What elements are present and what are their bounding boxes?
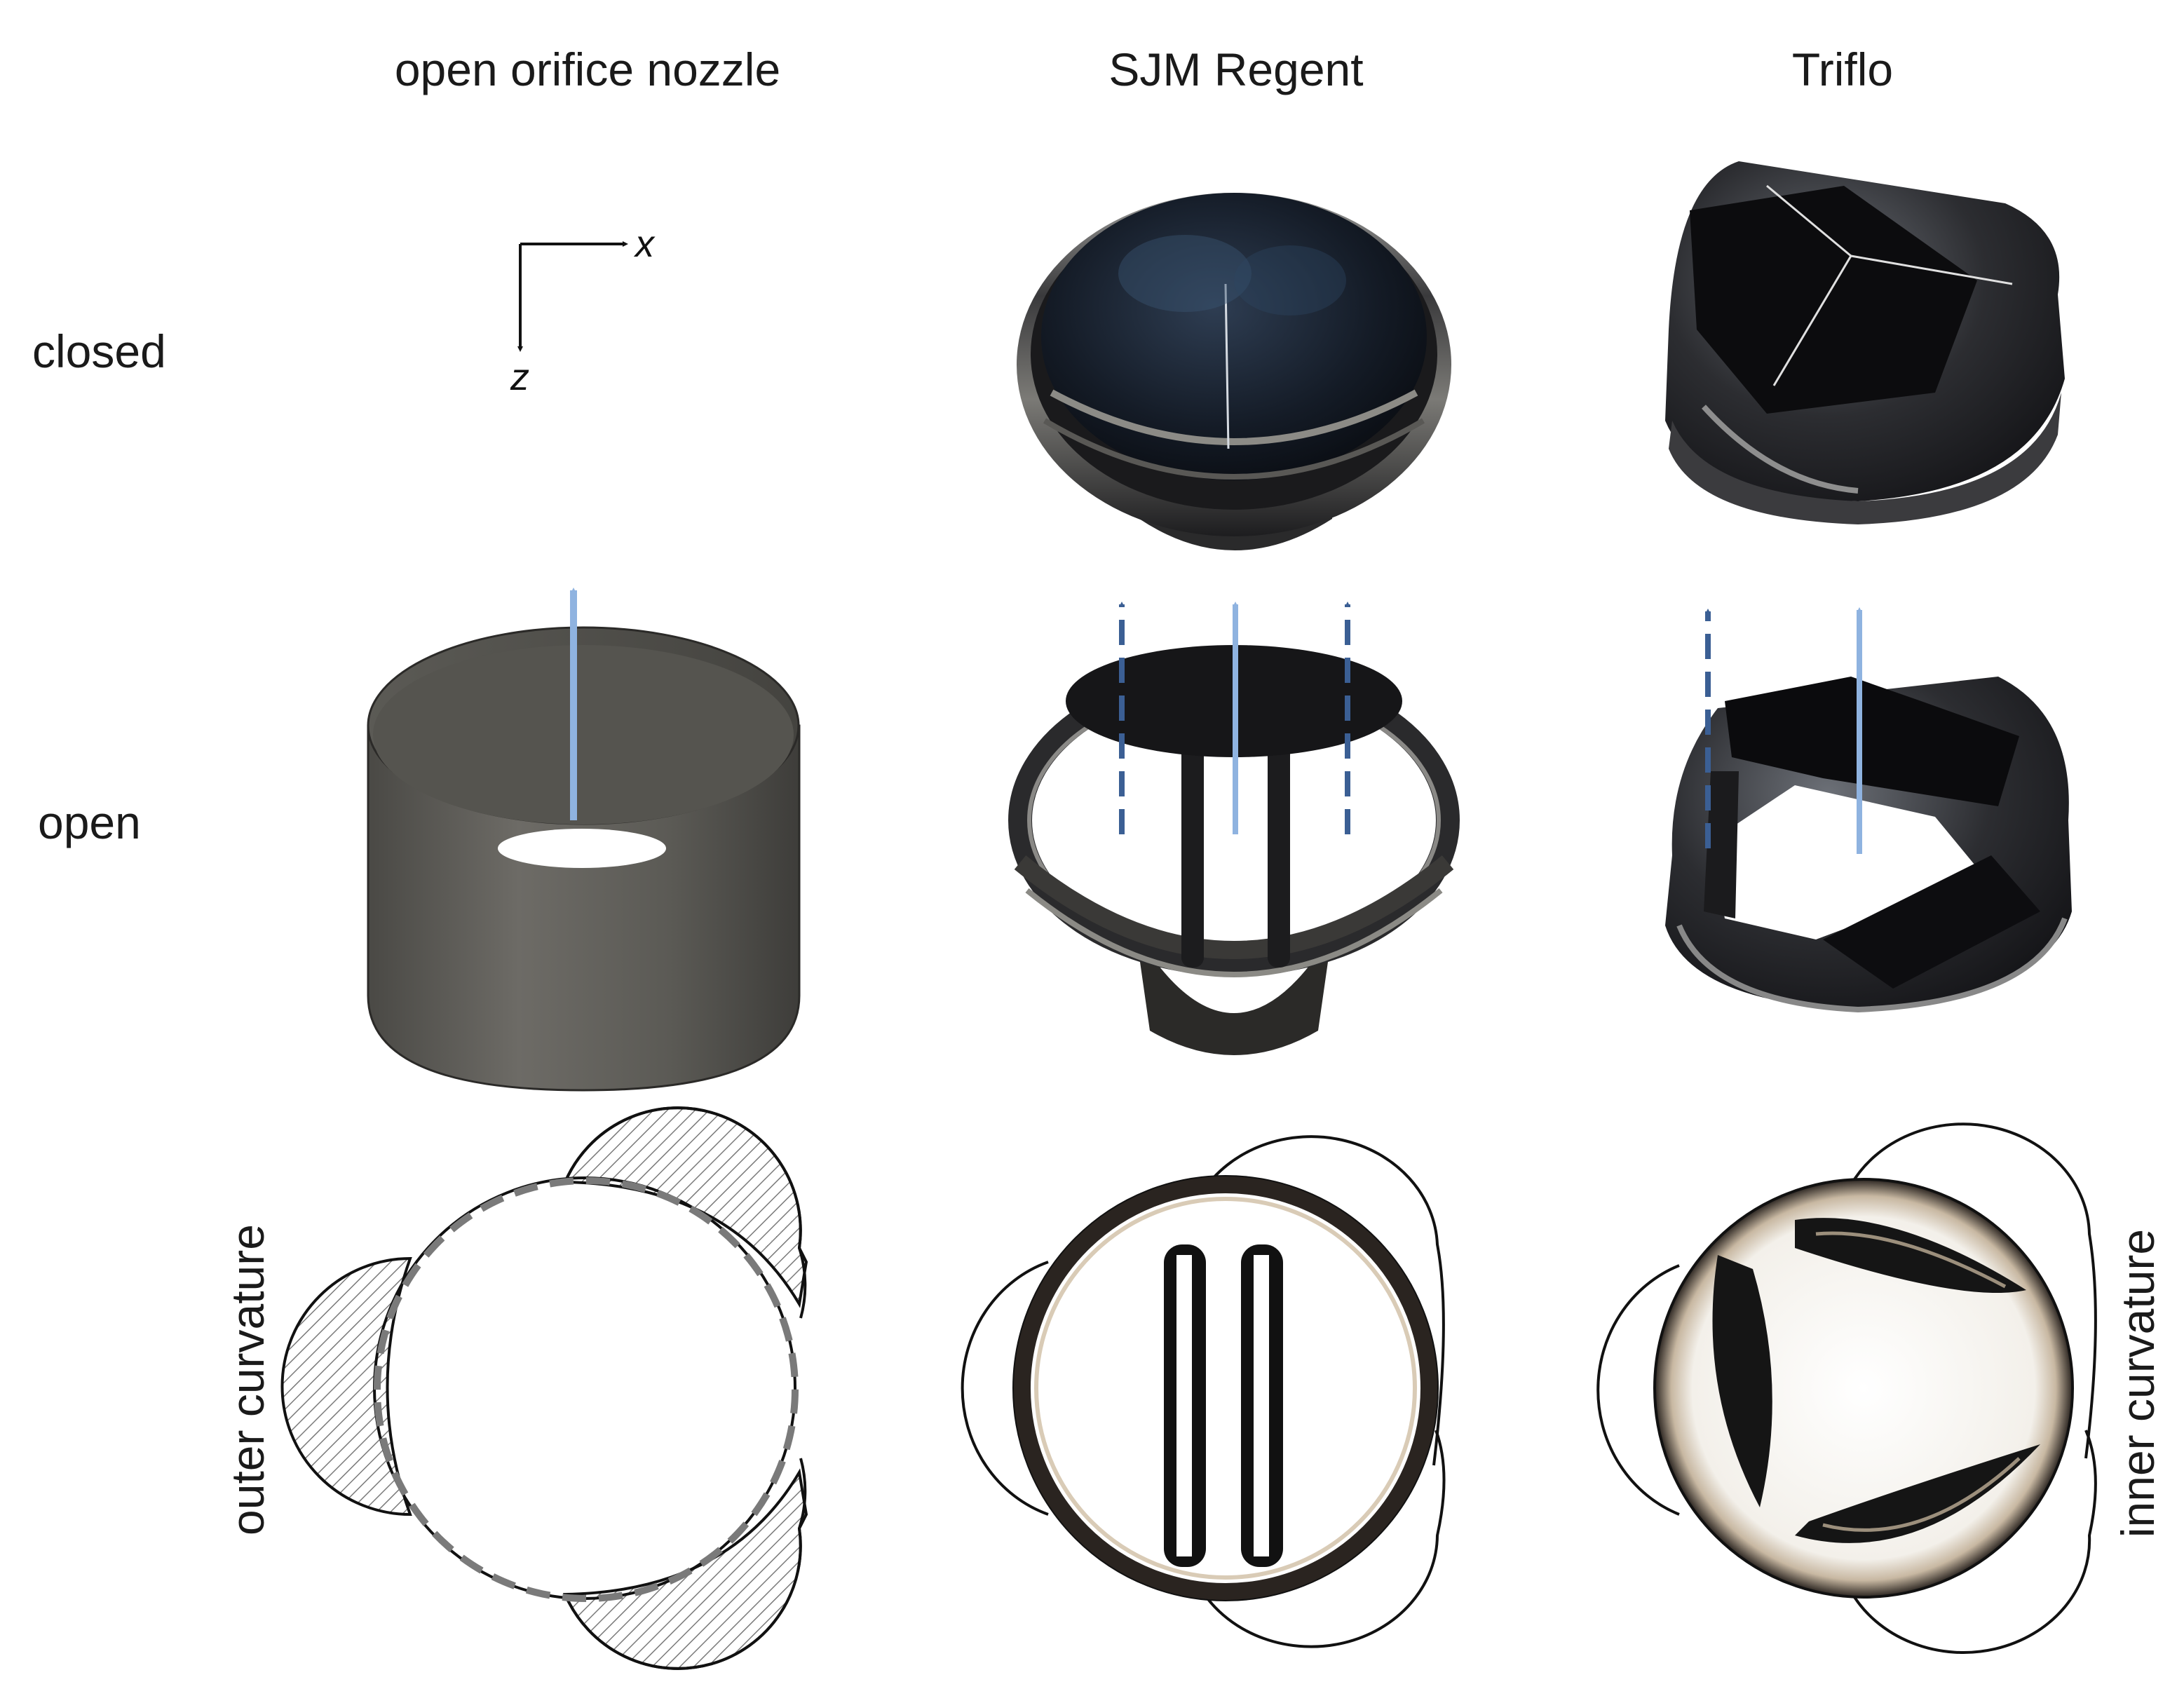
x-axis-label: x [633,223,656,265]
open-orifice-nozzle-cylinder [367,626,801,1092]
column-heading-triflo: Triflo [1791,43,1894,95]
nozzle-cross-section-diagram [280,1106,808,1670]
hatched-bulge-top-right [562,1106,808,1308]
nozzle-dashed-circle [374,1177,799,1602]
triflo-leaflet-bottom [1795,1444,2040,1543]
row-label-open: open [38,796,141,848]
coordinate-axes: x z [510,223,656,398]
z-axis-label: z [510,356,529,398]
column-heading-nozzle: open orifice nozzle [394,43,781,95]
row-label-closed: closed [32,325,166,377]
triflo-closed-photo [1665,161,2065,524]
triflo-cross-section [1596,1122,2097,1654]
sjm-regent-closed-photo [1017,193,1451,550]
sjm-regent-cross-section [961,1135,1446,1648]
hatched-bulge-left [280,1256,412,1517]
triflo-open-photo [1665,677,2072,1013]
column-heading-sjm-regent: SJM Regent [1108,43,1364,95]
triflo-leaflet-top [1795,1218,2026,1293]
triflo-leaflet-left [1712,1255,1772,1507]
